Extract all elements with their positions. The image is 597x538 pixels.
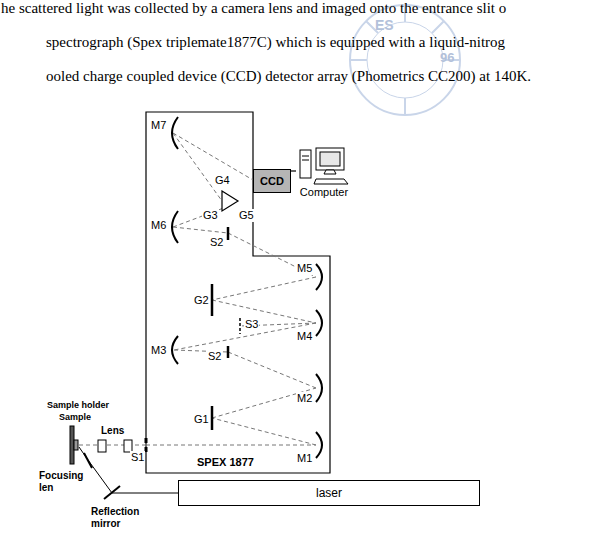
mirrors <box>172 117 322 458</box>
part-label: S1 <box>130 451 145 464</box>
body-text-line: he scattered light was collected by a ca… <box>1 0 506 17</box>
cable-connector <box>291 170 296 171</box>
watermark-text: 96 <box>440 51 454 66</box>
part-label: M5 <box>296 262 313 275</box>
part-label: S2 <box>207 350 222 363</box>
gratings-and-slits <box>146 227 240 452</box>
part-label: M4 <box>296 330 313 343</box>
body-text-line: ooled charge coupled device (CCD) detect… <box>46 68 531 85</box>
part-label: S2 <box>209 236 224 249</box>
part-label: G5 <box>238 209 255 222</box>
node-label: CCD <box>260 175 284 187</box>
detector-box: CCD <box>253 169 291 193</box>
part-label: SPEX 1877 <box>196 456 255 469</box>
laser-box: laser <box>178 480 480 506</box>
light-rays <box>79 133 316 445</box>
body-text-line: spectrograph (Spex triplemate1877C) whic… <box>46 34 505 51</box>
prism <box>222 191 238 211</box>
part-label: Sample <box>58 412 92 422</box>
watermark-text: ES <box>375 17 394 33</box>
watermark <box>350 5 460 115</box>
node-label: Computer <box>296 186 352 198</box>
part-label: Focusing len <box>38 470 90 493</box>
computer-icon: Computer <box>296 144 352 198</box>
part-label: M2 <box>296 392 313 405</box>
part-label: S3 <box>244 318 259 331</box>
part-label: Reflection mirror <box>90 506 154 529</box>
part-label: G2 <box>193 294 210 307</box>
part-label: M6 <box>150 219 167 232</box>
part-label: G3 <box>202 209 219 222</box>
part-label: Sample holder <box>46 400 110 410</box>
computer-symbol <box>296 144 352 186</box>
part-label: M7 <box>150 119 167 132</box>
spex-housing <box>146 112 330 473</box>
part-label: G1 <box>193 413 210 426</box>
part-label: M3 <box>150 344 167 357</box>
node-label: laser <box>179 486 479 500</box>
part-label: M1 <box>296 452 313 465</box>
part-label: Lens <box>100 425 125 437</box>
part-label: G4 <box>214 174 231 187</box>
